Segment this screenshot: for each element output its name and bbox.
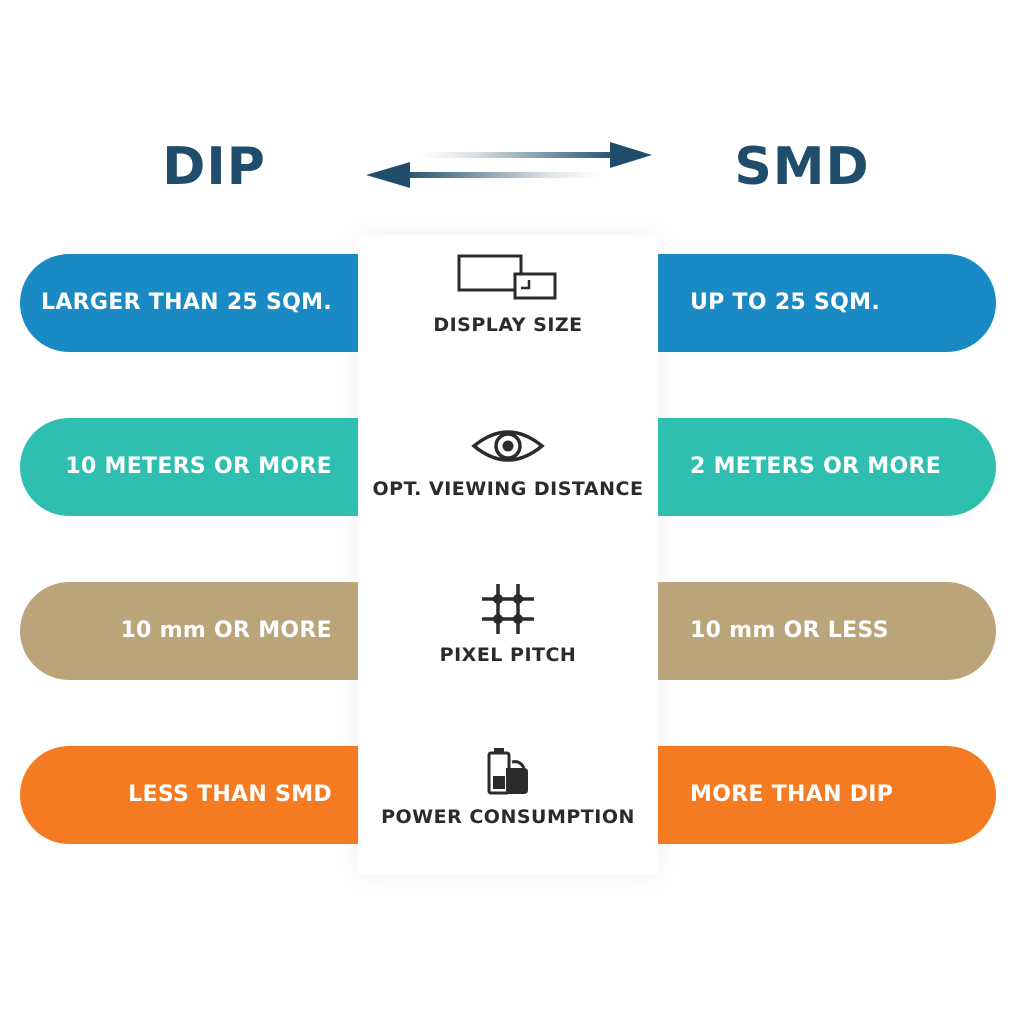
feature-power-consumption: POWER CONSUMPTION — [358, 746, 658, 828]
smd-viewing-distance-pill: 2 METERS OR MORE — [658, 418, 996, 516]
pixel-grid-icon — [482, 584, 534, 634]
smd-heading: SMD — [734, 137, 870, 197]
eye-icon — [471, 430, 545, 462]
dip-pixel-pitch-pill: 10 mm OR MORE — [20, 582, 358, 680]
dip-display-size-pill: LARGER THAN 25 SQM. — [20, 254, 358, 352]
dip-power-consumption-pill: LESS THAN SMD — [20, 746, 358, 844]
feature-label-display-size: DISPLAY SIZE — [433, 314, 583, 336]
smd-pixel-pitch-pill: 10 mm OR LESS — [658, 582, 996, 680]
feature-display-size: DISPLAY SIZE — [358, 252, 658, 336]
feature-label-pixel-pitch: PIXEL PITCH — [439, 644, 577, 666]
feature-viewing-distance: OPT. VIEWING DISTANCE — [358, 424, 658, 500]
display-size-icon — [457, 254, 557, 300]
smd-power-consumption-pill: MORE THAN DIP — [658, 746, 996, 844]
smd-display-size-pill: UP TO 25 SQM. — [658, 254, 996, 352]
feature-label-power-consumption: POWER CONSUMPTION — [381, 806, 635, 828]
feature-pixel-pitch: PIXEL PITCH — [358, 582, 658, 666]
feature-label-viewing-distance: OPT. VIEWING DISTANCE — [372, 478, 644, 500]
battery-icon — [487, 748, 528, 795]
dip-heading: DIP — [162, 137, 266, 197]
double-arrow-icon — [366, 142, 652, 188]
dip-viewing-distance-pill: 10 METERS OR MORE — [20, 418, 358, 516]
